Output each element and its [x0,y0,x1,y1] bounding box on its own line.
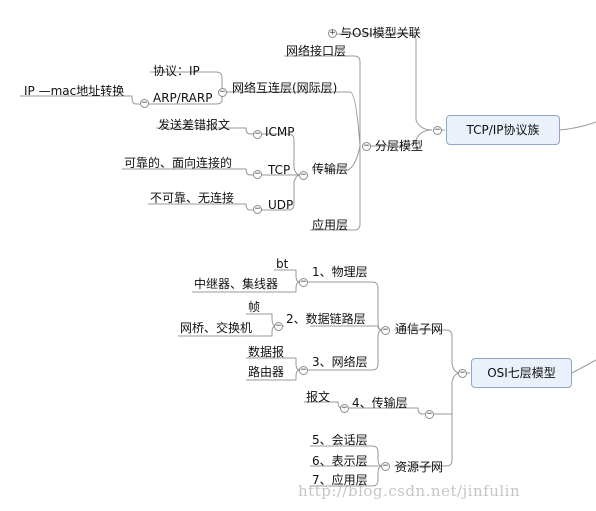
node-osi-root[interactable]: OSI七层模型 [471,358,572,388]
expand-toggle-osi-link[interactable]: + [328,28,337,38]
watermark: http://blog.csdn.net/jinfulin [298,482,521,500]
node-transport-message[interactable]: 报文 [306,390,331,404]
node-tcp[interactable]: TCP [268,163,291,177]
node-network-interface-layer[interactable]: 网络接口层 [286,44,347,58]
node-physical-devices[interactable]: 中继器、集线器 [194,277,279,291]
node-osi-application-layer[interactable]: 7、应用层 [312,473,368,487]
collapse-toggle-tcp[interactable]: − [253,169,262,179]
node-physical-layer[interactable]: 1、物理层 [312,265,368,279]
node-layer-model[interactable]: 分层模型 [375,139,424,153]
collapse-toggle-resource-subnet[interactable]: − [381,461,390,471]
node-protocol-ip[interactable]: 协议：IP [153,64,200,78]
node-tcp-desc[interactable]: 可靠的、面向连接的 [124,156,233,170]
collapse-toggle-layer-model[interactable]: − [362,141,371,151]
node-resource-subnet[interactable]: 资源子网 [395,460,444,474]
node-session-layer[interactable]: 5、会话层 [312,433,368,447]
node-datalink-frame[interactable]: 帧 [248,300,261,314]
node-presentation-layer[interactable]: 6、表示层 [312,454,368,468]
collapse-toggle-internet-layer[interactable]: − [218,87,227,97]
collapse-toggle-transport-branch[interactable]: − [425,409,434,419]
collapse-toggle-network-layer[interactable]: − [299,365,308,375]
node-network-layer[interactable]: 3、网络层 [312,355,368,369]
node-communication-subnet[interactable]: 通信子网 [395,322,444,336]
collapse-toggle-tcpip-root[interactable]: − [433,125,442,135]
node-icmp-desc[interactable]: 发送差错报文 [158,118,231,132]
node-osi-transport-layer[interactable]: 4、传输层 [352,396,408,410]
node-physical-bt[interactable]: bt [276,257,289,271]
collapse-toggle-osi-transport-layer[interactable]: − [340,403,349,413]
node-osi-link[interactable]: 与OSI模型关联 [340,26,421,40]
node-network-devices[interactable]: 路由器 [248,365,285,379]
node-tcpip-root[interactable]: TCP/IP协议族 [446,115,560,145]
collapse-toggle-datalink-layer[interactable]: − [274,321,283,331]
node-ip-mac-conversion[interactable]: IP —mac地址转换 [24,84,125,98]
node-internet-layer[interactable]: 网络互连层(网际层) [232,81,338,95]
node-transport-layer[interactable]: 传输层 [312,162,349,176]
node-network-packet[interactable]: 数据报 [248,345,285,359]
node-arp-rarp[interactable]: ARP/RARP [153,91,213,105]
collapse-toggle-icmp[interactable]: − [253,129,262,139]
collapse-toggle-arp-rarp[interactable]: − [140,98,149,108]
collapse-toggle-physical-layer[interactable]: − [299,277,308,287]
collapse-toggle-communication-subnet[interactable]: − [381,325,390,335]
node-udp-desc[interactable]: 不可靠、无连接 [150,191,235,205]
collapse-toggle-osi-root[interactable]: − [458,368,467,378]
node-datalink-devices[interactable]: 网桥、交换机 [180,321,253,335]
collapse-toggle-udp[interactable]: − [253,204,262,214]
node-application-layer[interactable]: 应用层 [312,218,349,232]
collapse-toggle-transport-layer[interactable]: − [299,170,308,180]
node-udp[interactable]: UDP [268,198,294,212]
node-icmp[interactable]: ICMP [265,125,295,139]
node-datalink-layer[interactable]: 2、数据链路层 [286,312,366,326]
